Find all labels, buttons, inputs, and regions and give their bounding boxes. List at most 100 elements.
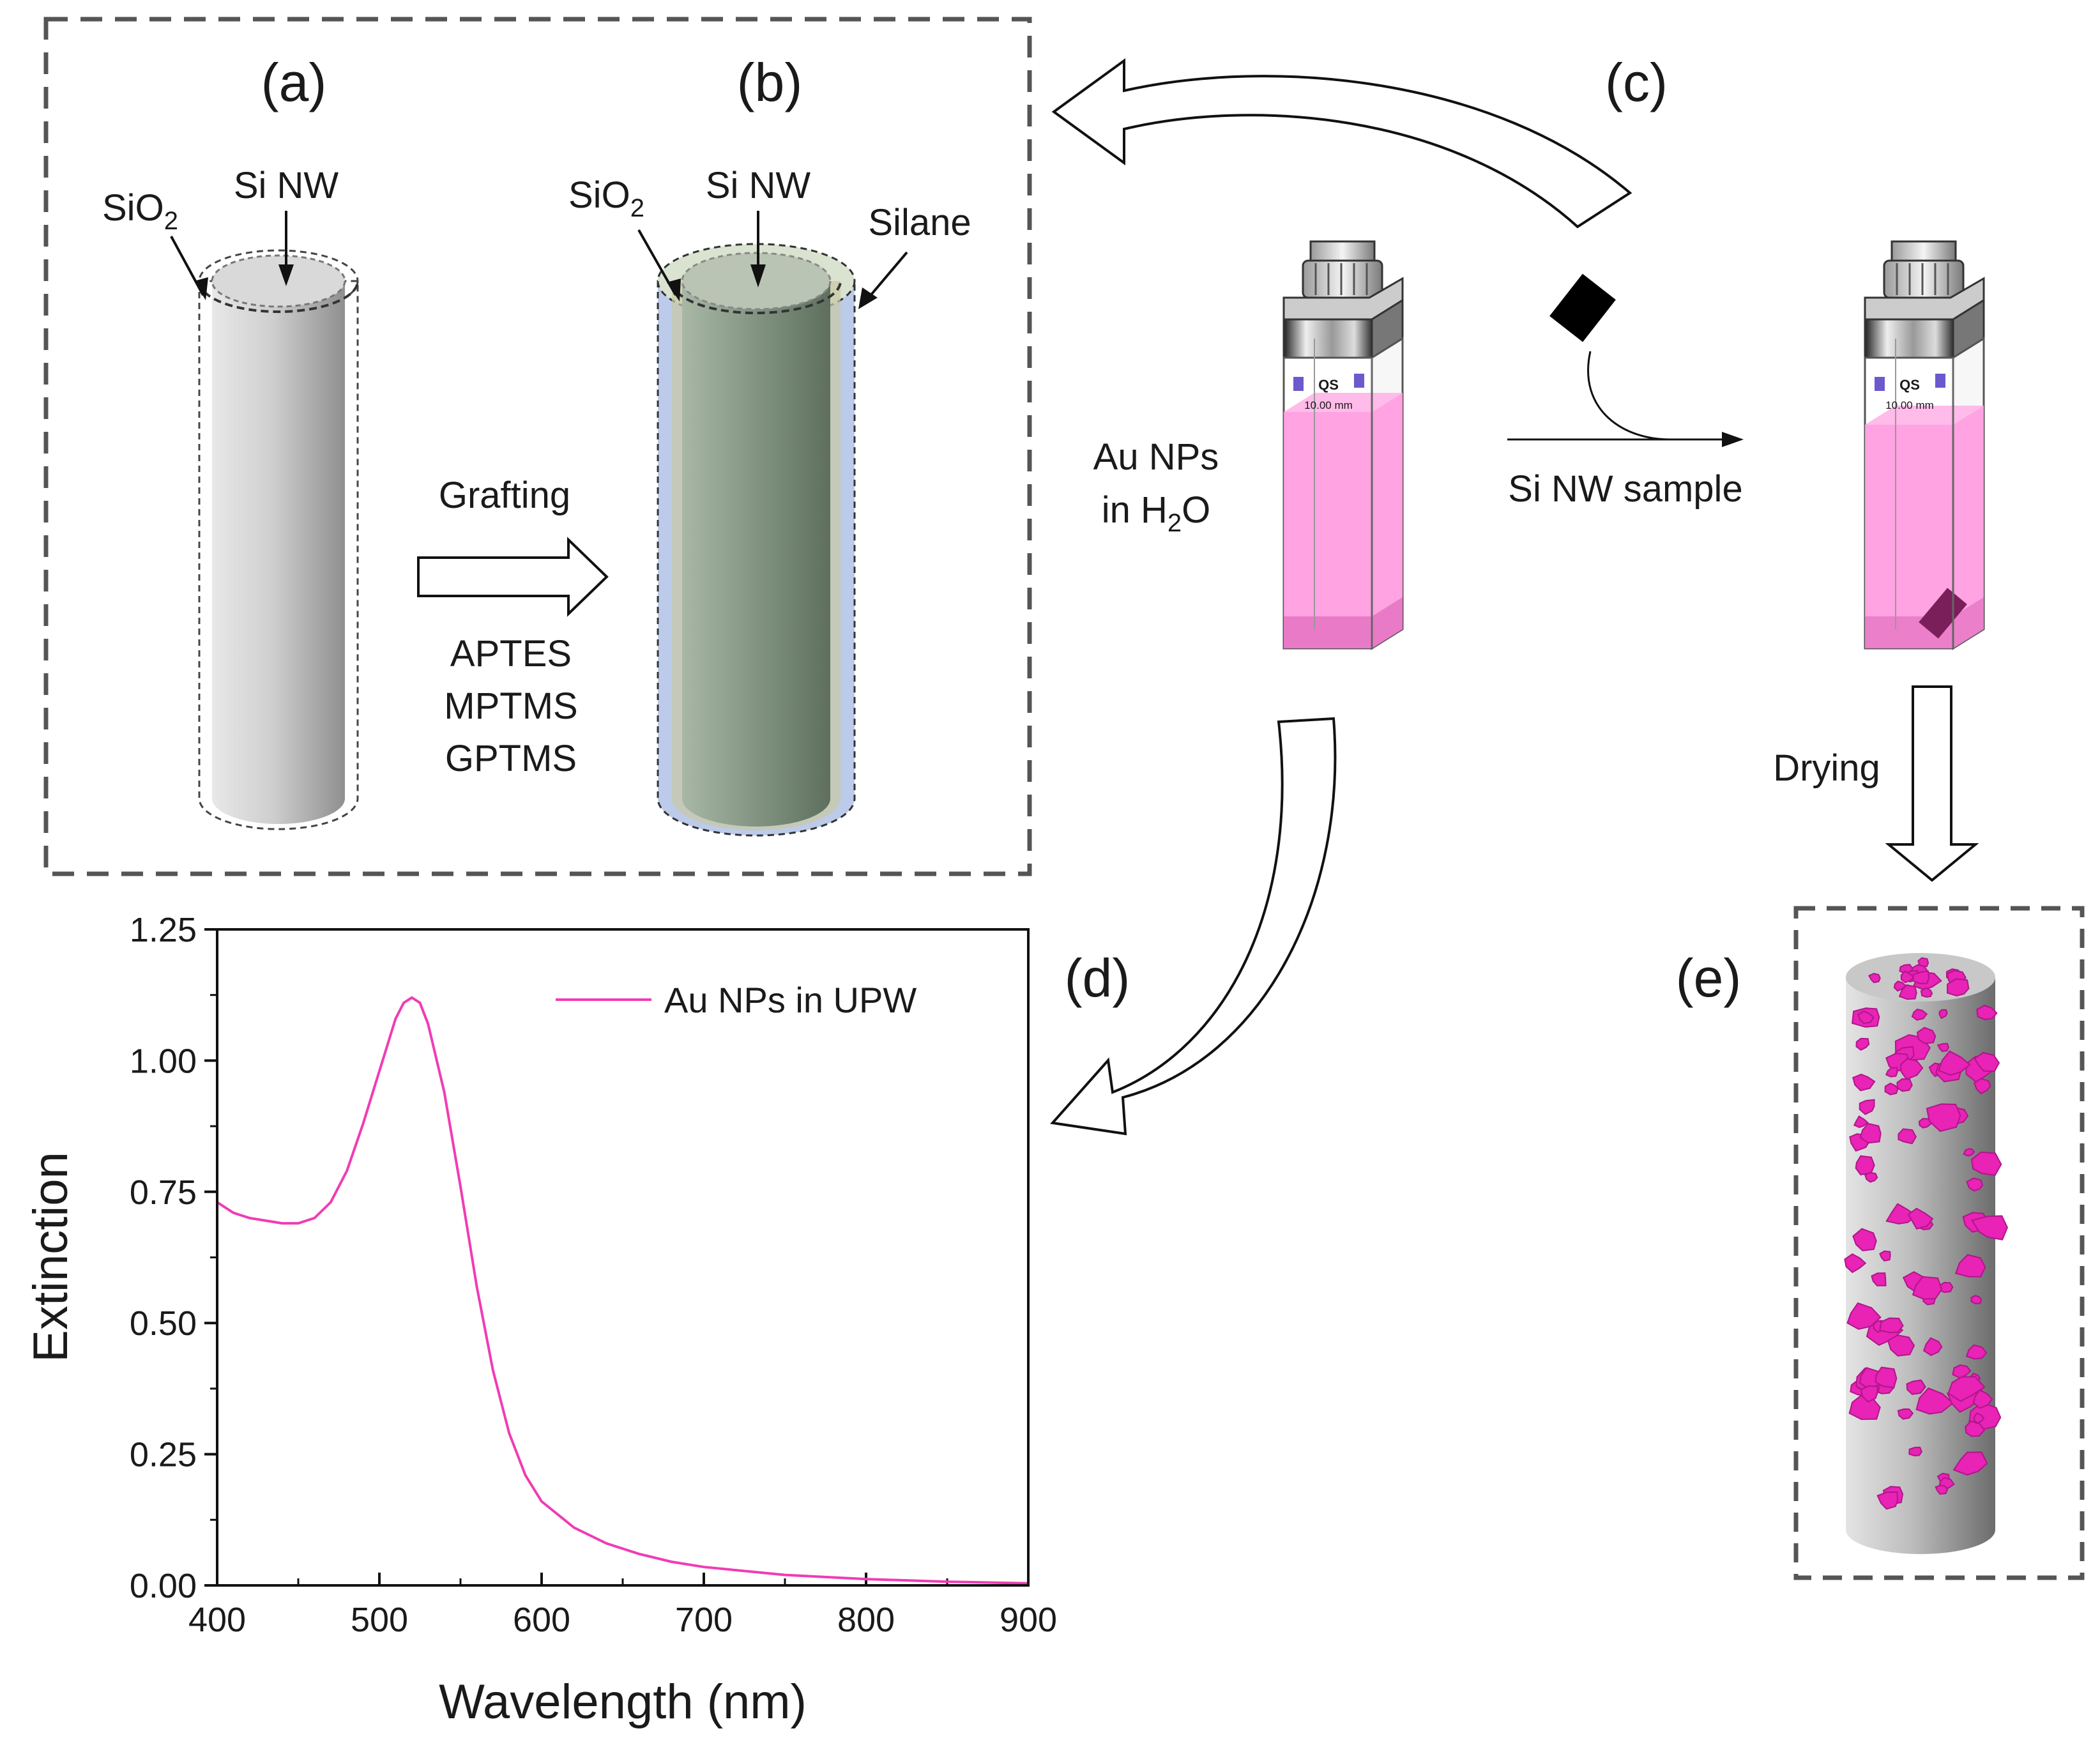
nanoparticle — [1885, 1203, 1918, 1224]
nanoparticle — [1965, 1420, 1986, 1437]
nanoparticle — [1897, 1408, 1914, 1420]
solution-label-line1: Au NPs — [1093, 436, 1219, 478]
nanoparticle — [1864, 1171, 1878, 1183]
sio2-label-b: SiO2 — [568, 174, 644, 222]
nanoparticle — [1898, 1128, 1917, 1145]
nanoparticle — [1916, 1026, 1936, 1044]
nanoparticle — [1965, 1344, 1988, 1360]
nanoparticle — [1907, 1207, 1934, 1230]
nanoparticle — [1852, 1073, 1876, 1092]
nanoparticle — [1853, 1115, 1869, 1128]
nanoparticle — [1972, 1389, 1993, 1409]
nanoparticle — [1908, 1446, 1923, 1457]
si-nw-label-a: Si NW — [234, 165, 339, 206]
grafting-agent-3: GPTMS — [445, 738, 577, 779]
panel-label-c: (c) — [1605, 52, 1668, 112]
nanoparticle — [1952, 1451, 1988, 1476]
panel-label-d: (d) — [1065, 948, 1130, 1008]
dashed-box-e — [1793, 906, 2085, 1580]
nanoparticle — [1879, 1317, 1904, 1334]
nanoparticle — [1884, 1082, 1899, 1095]
cuvette-with-sample: QS 10.00 mm — [1864, 240, 1985, 650]
nanoparticle — [1973, 1412, 1985, 1424]
nanoparticle — [1926, 1103, 1961, 1133]
legend-label: Au NPs in UPW — [664, 980, 917, 1020]
nanoparticle — [1879, 1250, 1891, 1262]
nanoparticle — [1912, 1276, 1943, 1300]
nanoparticle — [1970, 1295, 1982, 1305]
nanoparticle — [1893, 980, 1907, 992]
sio2-label-a: SiO2 — [102, 187, 178, 235]
nanoparticle — [1875, 1366, 1898, 1389]
nanoparticle — [1954, 1254, 1986, 1278]
nanoparticle — [1963, 1148, 1975, 1157]
nanoparticle — [1900, 970, 1915, 984]
nanoparticle — [1935, 1484, 1949, 1495]
nanoparticle — [1846, 1302, 1882, 1330]
nanowire-with-nanoparticles — [1844, 953, 2008, 1554]
nanoparticle — [1976, 1004, 1998, 1021]
silane-arrow — [867, 251, 908, 299]
nanoparticle — [1922, 1337, 1943, 1357]
nanoparticle — [1857, 1011, 1875, 1025]
chart-frame — [216, 928, 1030, 1587]
nanowire-a — [198, 249, 359, 830]
spectrum-line-au-nps — [216, 996, 1029, 1585]
cuvette-pathlength-1: 10.00 mm — [1304, 399, 1353, 411]
nanoparticle — [1971, 1215, 2008, 1240]
nanoparticle — [1887, 1334, 1915, 1357]
nanoparticle — [1915, 1387, 1954, 1415]
si-nw-sample-label: Si NW sample — [1508, 468, 1742, 510]
nanoparticle — [1917, 957, 1929, 967]
nanoparticle — [1952, 1364, 1972, 1379]
nanoparticle — [1938, 1009, 1948, 1019]
chart-ticks — [204, 928, 1030, 1587]
nanoparticle — [1860, 1385, 1878, 1403]
nanoparticle — [1920, 987, 1933, 998]
curved-arrow-to-d — [1050, 717, 1337, 1136]
nanoparticle-layer — [1844, 957, 2008, 1510]
nanoparticle — [1936, 1042, 1950, 1052]
dashed-box-ab — [43, 17, 1032, 876]
cuvette-au-nps: QS 10.00 mm — [1282, 240, 1404, 650]
x-tick-label: 700 — [675, 1601, 733, 1639]
panel-label-e: (e) — [1676, 948, 1742, 1008]
cuvette-brand-1: QS — [1318, 377, 1339, 393]
nanoparticle — [1946, 978, 1970, 997]
nanoparticle — [1973, 1078, 1991, 1095]
x-tick-label: 900 — [1000, 1601, 1057, 1639]
nanowire-b — [657, 243, 856, 837]
nanoparticle — [1966, 1177, 1984, 1192]
grafting-agent-2: MPTMS — [444, 685, 577, 727]
nanoparticle — [1885, 1067, 1898, 1078]
sample-drop-path — [1587, 351, 1674, 441]
nanoparticle — [1852, 1228, 1877, 1252]
x-tick-label: 600 — [513, 1601, 570, 1639]
y-tick-label: 1.25 — [130, 911, 197, 949]
nanoparticle — [1859, 1099, 1875, 1115]
curved-arrow-to-b — [1051, 58, 1632, 229]
nanoparticle — [1900, 1058, 1924, 1080]
nanoparticle — [1911, 1009, 1928, 1021]
nanoparticle — [1844, 1253, 1867, 1274]
nanoparticle — [1855, 1155, 1875, 1176]
y-axis-title: Extinction — [24, 1152, 78, 1362]
si-nw-label-b: Si NW — [706, 165, 811, 206]
nanoparticle — [1906, 1379, 1926, 1395]
y-tick-label: 0.25 — [130, 1436, 197, 1474]
nanoparticle — [1947, 1376, 1986, 1402]
grafting-arrow — [417, 537, 609, 617]
panel-label-a: (a) — [261, 52, 327, 112]
x-tick-label: 500 — [351, 1601, 408, 1639]
y-tick-label: 0.50 — [130, 1304, 197, 1343]
x-axis-title: Wavelength (nm) — [439, 1675, 807, 1729]
nanoparticle — [1896, 1078, 1913, 1092]
nanoparticle — [1868, 972, 1881, 984]
y-tick-label: 0.75 — [130, 1173, 197, 1212]
nanoparticle — [1859, 1122, 1882, 1144]
x-tick-label: 800 — [837, 1601, 895, 1639]
grafting-label: Grafting — [439, 475, 570, 516]
drying-label: Drying — [1773, 747, 1880, 789]
